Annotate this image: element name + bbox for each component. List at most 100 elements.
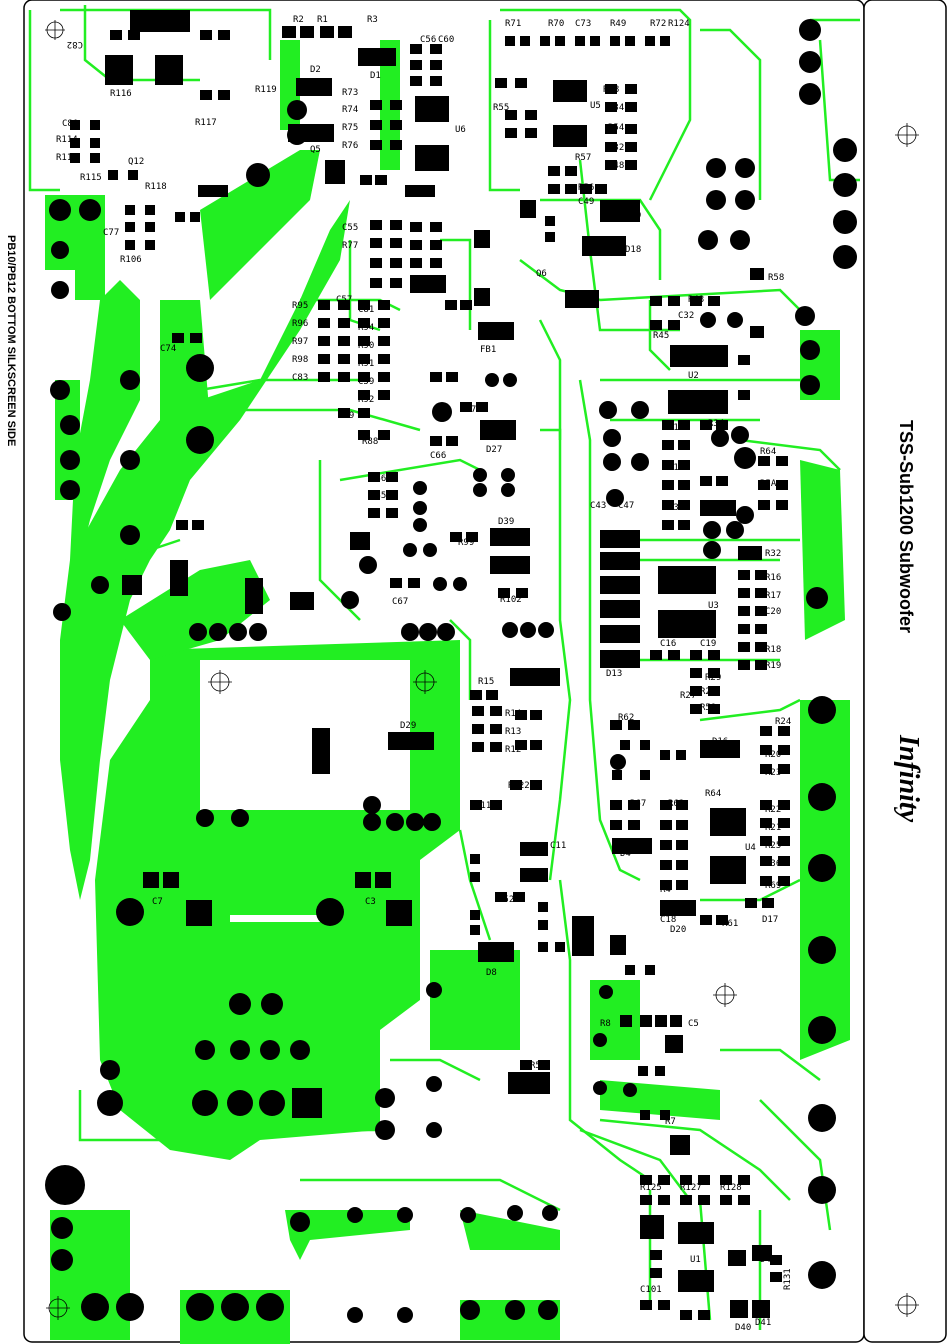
svg-text:R14: R14 (505, 709, 521, 719)
svg-text:C20: C20 (765, 607, 781, 617)
svg-text:R15: R15 (478, 677, 494, 687)
svg-text:Q12: Q12 (128, 157, 144, 167)
svg-text:R77: R77 (342, 241, 358, 251)
svg-text:R5A: R5A (760, 479, 777, 489)
svg-text:R63: R63 (668, 799, 684, 809)
svg-text:R56: R56 (578, 183, 594, 193)
svg-text:U5: U5 (590, 101, 601, 111)
svg-text:C11: C11 (550, 841, 566, 851)
svg-text:R43: R43 (688, 295, 704, 305)
svg-text:D42: D42 (760, 1255, 776, 1265)
svg-text:R62: R62 (618, 713, 634, 723)
svg-text:R127: R127 (680, 1183, 702, 1193)
svg-text:C57: C57 (336, 295, 352, 305)
svg-text:R72: R72 (650, 19, 666, 29)
svg-text:R24: R24 (775, 717, 791, 727)
svg-text:R2: R2 (293, 15, 304, 25)
svg-text:R70: R70 (548, 19, 564, 29)
svg-text:R58: R58 (768, 273, 784, 283)
svg-text:R125: R125 (640, 1183, 662, 1193)
svg-text:D8: D8 (486, 968, 497, 978)
svg-text:C77: C77 (103, 228, 119, 238)
svg-text:D39: D39 (498, 517, 514, 527)
svg-text:R10: R10 (668, 423, 684, 433)
svg-text:C19: C19 (700, 639, 716, 649)
svg-text:C34: C34 (608, 103, 624, 113)
svg-text:C80: C80 (62, 119, 78, 129)
svg-text:D15: D15 (606, 581, 622, 591)
svg-text:R115: R115 (80, 173, 102, 183)
svg-text:R117: R117 (195, 118, 217, 128)
svg-text:R49: R49 (610, 19, 626, 29)
svg-text:R75: R75 (342, 123, 358, 133)
svg-text:R92: R92 (358, 395, 374, 405)
svg-text:R4: R4 (660, 885, 671, 895)
svg-text:R28: R28 (700, 687, 716, 697)
svg-text:R74: R74 (342, 105, 358, 115)
svg-text:R17: R17 (765, 591, 781, 601)
svg-text:R20: R20 (765, 750, 781, 760)
svg-text:R113: R113 (56, 153, 78, 163)
svg-text:R90: R90 (358, 341, 374, 351)
svg-text:R111: R111 (475, 801, 497, 811)
svg-text:R106: R106 (120, 255, 142, 265)
svg-text:R5: R5 (530, 1061, 541, 1071)
svg-text:U1: U1 (690, 1255, 701, 1265)
svg-text:R25: R25 (765, 841, 781, 851)
svg-text:D12: D12 (606, 631, 622, 641)
svg-text:R76: R76 (342, 141, 358, 151)
svg-text:C81: C81 (358, 305, 374, 315)
svg-text:R118: R118 (145, 182, 167, 192)
svg-text:U2: U2 (688, 371, 699, 381)
svg-text:C82: C82 (67, 39, 83, 49)
svg-text:C66: C66 (430, 451, 446, 461)
svg-text:R3: R3 (367, 15, 378, 25)
svg-text:R61: R61 (722, 919, 738, 929)
svg-text:C59: C59 (358, 377, 374, 387)
svg-text:R41: R41 (578, 297, 594, 307)
svg-text:D41: D41 (755, 1318, 771, 1328)
svg-text:R73: R73 (342, 88, 358, 98)
svg-text:R12: R12 (505, 745, 521, 755)
svg-text:R32: R32 (765, 549, 781, 559)
side-label: PB10/PB12 BOTTOM SILKSCREEN SIDE (5, 235, 17, 446)
svg-text:R96: R96 (292, 319, 308, 329)
svg-text:R85: R85 (370, 491, 386, 501)
svg-text:C55: C55 (342, 223, 358, 233)
svg-text:D17: D17 (762, 915, 778, 925)
svg-text:U6: U6 (455, 125, 466, 135)
svg-text:R52: R52 (498, 895, 514, 905)
svg-text:D4: D4 (620, 849, 631, 859)
svg-text:R88: R88 (362, 437, 378, 447)
svg-text:D14: D14 (606, 535, 622, 545)
svg-text:R99: R99 (458, 538, 474, 548)
svg-text:R21: R21 (765, 823, 781, 833)
svg-text:U4: U4 (745, 843, 756, 853)
svg-text:R19: R19 (765, 661, 781, 671)
svg-text:C36: C36 (765, 859, 781, 869)
svg-text:R64: R64 (760, 447, 776, 457)
svg-text:C32: C32 (678, 311, 694, 321)
svg-text:Q6: Q6 (536, 269, 547, 279)
svg-text:R124: R124 (668, 19, 690, 29)
svg-text:D20: D20 (670, 925, 686, 935)
svg-text:C67: C67 (392, 597, 408, 607)
svg-text:C49: C49 (578, 197, 594, 207)
svg-text:D29: D29 (400, 721, 416, 731)
svg-text:R69: R69 (765, 881, 781, 891)
svg-text:R33: R33 (668, 503, 684, 513)
svg-text:R29: R29 (705, 673, 721, 683)
square-pads (122, 160, 683, 1118)
board-right-panel (863, 0, 947, 1343)
svg-text:R1: R1 (317, 15, 328, 25)
svg-text:D16: D16 (606, 605, 622, 615)
svg-text:R97: R97 (292, 337, 308, 347)
svg-text:D11: D11 (606, 553, 622, 563)
svg-text:R94: R94 (358, 323, 374, 333)
svg-text:C60: C60 (438, 35, 454, 45)
svg-text:C101: C101 (640, 1285, 662, 1295)
svg-text:C18: C18 (660, 915, 676, 925)
svg-text:R7: R7 (665, 1117, 676, 1127)
svg-text:C83: C83 (292, 373, 308, 383)
svg-text:U3: U3 (708, 601, 719, 611)
